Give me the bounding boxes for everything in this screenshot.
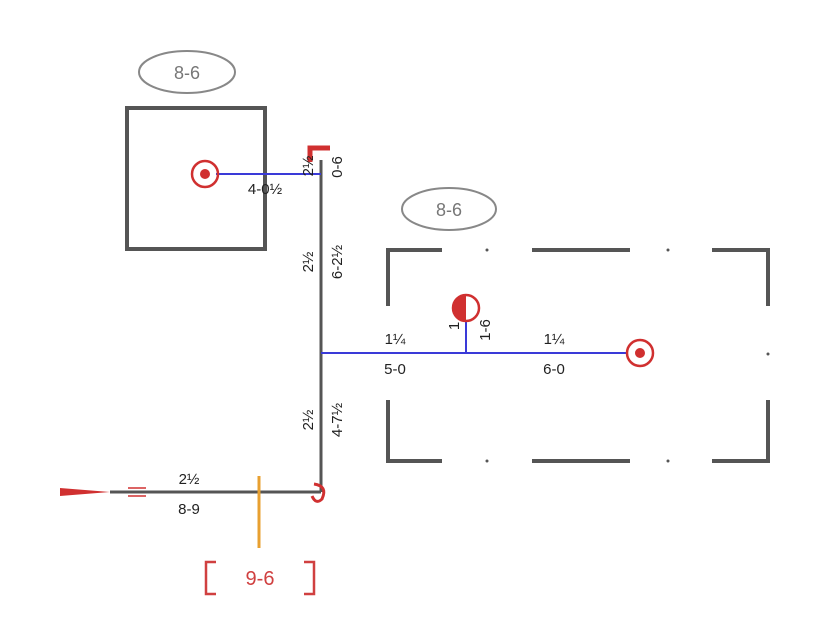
branch-right-length-label: 6-0 <box>543 361 565 378</box>
flow-arrow-icon <box>60 487 146 497</box>
main-length-label: 8-9 <box>178 501 200 518</box>
riser-bottom-fitting <box>310 482 326 503</box>
lower-riser-size-label: 2½ <box>300 409 317 430</box>
tag-right: 8-6 <box>401 187 497 231</box>
upper-branch-length-label: 4-0½ <box>248 181 283 198</box>
section-label: 9-6 <box>204 560 316 596</box>
branch-left-size-label: 1¼ <box>385 331 406 348</box>
tag-upper-left: 8-6 <box>138 50 236 94</box>
upper-riser-size-label: 2½ <box>300 155 317 176</box>
branch-left-length-label: 5-0 <box>384 361 406 378</box>
section-label-text: 9-6 <box>246 568 275 590</box>
mid-riser-length-label: 6-2½ <box>329 244 346 279</box>
upper-riser-length-label: 0-6 <box>329 156 346 178</box>
main-size-label: 2½ <box>179 471 200 488</box>
upper-box <box>125 106 267 251</box>
mid-riser-size-label: 2½ <box>300 251 317 272</box>
tag-right-text: 8-6 <box>436 200 462 220</box>
branch-right-size-label: 1¼ <box>544 331 565 348</box>
half-circle-fixture-icon <box>451 293 481 323</box>
target-fixture-icon <box>625 338 655 368</box>
drop-size-label: 1 <box>446 322 463 330</box>
dashed-box <box>386 248 770 463</box>
drop-length-label: 1-6 <box>477 319 494 341</box>
target-fixture-icon <box>190 159 220 189</box>
tag-upper-left-text: 8-6 <box>174 63 200 83</box>
lower-riser-length-label: 4-7½ <box>329 402 346 437</box>
riser-top-fitting <box>307 145 330 162</box>
